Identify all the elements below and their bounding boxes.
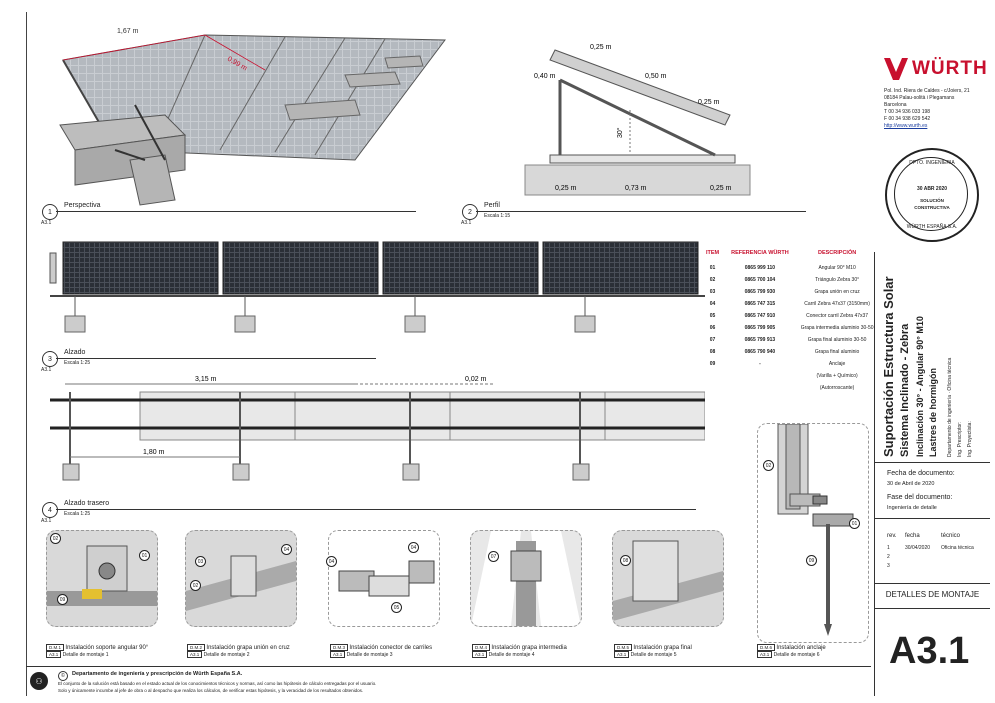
view-tag-3: 3 Alzado Escala 1:25 A3.1: [41, 349, 376, 373]
detail-caption-6: D.M.6 Instalación anclaje A3.1 Detalle d…: [757, 644, 826, 658]
detail-caption-5: D.M.5 Instalación grapa final A3.1 Detal…: [614, 644, 692, 658]
svg-text:0,25 m: 0,25 m: [710, 185, 732, 192]
detail-caption-1: D.M.1 Instalación soporte angular 90° A3…: [46, 644, 148, 658]
view-tag-1: 1 Perspectiva A3.1: [41, 202, 416, 226]
wurth-logo-icon: [884, 58, 908, 80]
view-tag-2: 2 Perfil Escala 1:15 A3.1: [461, 202, 806, 226]
project-title: Suportación Estructura Solar: [881, 276, 896, 457]
perspective-drawing: 1,67 m 0,99 m: [59, 28, 446, 206]
table-row: 09-Anclaje: [709, 361, 846, 367]
profile-drawing: 0,25 m 0,50 m 0,25 m 0,40 m 30° 0,25 m 0…: [524, 44, 751, 196]
view-title-2: Perfil: [484, 202, 500, 209]
engineering-stamp: DPTO. INGENIERIA 30 ABR 2020 SOLUCIÓN CO…: [885, 148, 979, 242]
detail-2-image: [185, 530, 297, 627]
svg-text:0,50 m: 0,50 m: [645, 73, 667, 80]
svg-text:0,73 m: 0,73 m: [625, 185, 647, 192]
svg-text:0,40 m: 0,40 m: [534, 73, 556, 80]
detail-caption-3: D.M.3 Instalación conector de carriles A…: [330, 644, 432, 658]
bom-header-row: ITEM REFERENCIA WÜRTH DESCRIPCIÓN: [706, 250, 857, 256]
wurth-logo: WÜRTH: [884, 58, 988, 80]
svg-text:0,25 m: 0,25 m: [698, 99, 720, 106]
detail-caption-2: D.M.2 Instalación grapa unión en cruz A3…: [187, 644, 290, 658]
footer-line-1: El conjunto de la solución está basado e…: [58, 681, 377, 686]
svg-text:1,80 m: 1,80 m: [143, 449, 165, 456]
svg-text:0,02 m: 0,02 m: [465, 376, 487, 383]
website-link[interactable]: http://www.wurth.es: [884, 123, 928, 129]
view-title-4: Alzado trasero: [64, 500, 110, 507]
view-tag-4: 4 Alzado trasero Escala 1:25 A3.1: [41, 500, 696, 524]
svg-text:0,25 m: 0,25 m: [555, 185, 577, 192]
elevation-drawing: [49, 241, 705, 333]
svg-text:30°: 30°: [616, 127, 624, 138]
detail-6-drawing: [757, 423, 869, 643]
detail-1-image: [46, 530, 158, 627]
rear-elevation-drawing: 3,15 m 0,02 m 1,80 m: [50, 376, 705, 481]
detail-4-image: [470, 530, 582, 627]
sheet-code: A3.1: [889, 630, 970, 672]
footer-title: Departamento de ingeniería y prescripció…: [72, 671, 243, 677]
dim-persp-width: 1,67 m: [117, 28, 139, 35]
detail-caption-4: D.M.4 Instalación grapa intermedia A3.1 …: [472, 644, 567, 658]
copyright-icon: ©: [58, 671, 68, 681]
svg-text:0,25 m: 0,25 m: [590, 44, 612, 51]
drawing-frame: [26, 12, 989, 696]
engineer-avatar-icon: ⚇: [30, 672, 48, 690]
view-title-3: Alzado: [64, 349, 86, 356]
address-block: Pol. Ind. Riera de Caldes - c/Joiers, 21…: [884, 88, 970, 129]
sheet-title: DETALLES DE MONTAJE: [885, 590, 980, 599]
footer-divider: [26, 666, 871, 667]
view-title-1: Perspectiva: [64, 202, 101, 209]
table-row: (Autorroscante): [819, 385, 855, 391]
title-block: Suportación Estructura Solar Sistema Inc…: [874, 252, 990, 696]
table-row: (Varilla + Químico): [816, 373, 858, 379]
detail-5-image: [612, 530, 724, 627]
footer-line-2: Solo y únicamente incumbe al jefe de obr…: [58, 688, 364, 693]
svg-text:3,15 m: 3,15 m: [195, 376, 217, 383]
detail-3-image: [328, 530, 440, 627]
